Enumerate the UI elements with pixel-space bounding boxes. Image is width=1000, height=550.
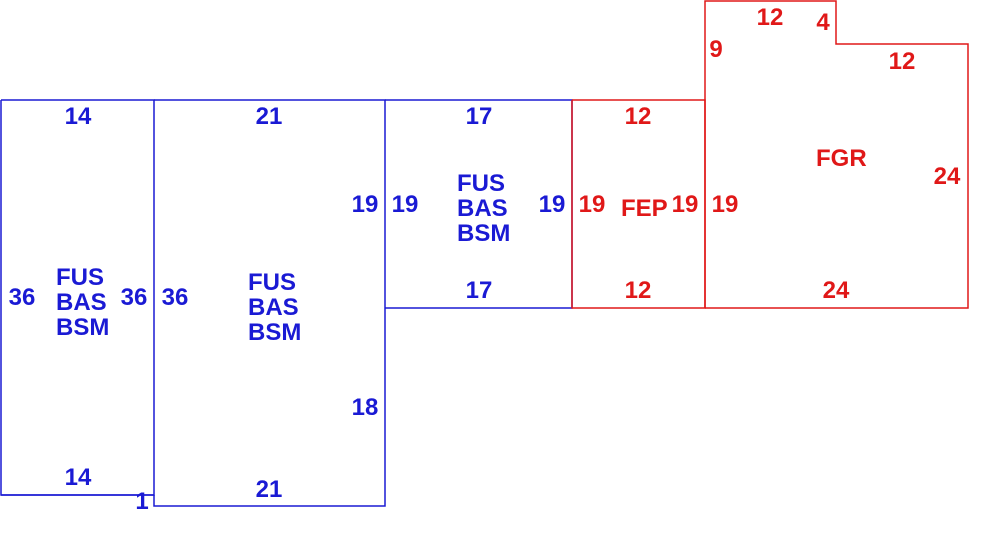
- section-fgr-outline: [704, 0, 969, 309]
- section-1-code-fus: FUS: [56, 264, 104, 291]
- section-3-code-bas: BAS: [457, 195, 508, 222]
- section-1-top-dimension: 14: [65, 103, 92, 130]
- section-2-right-lower-dimension: 18: [352, 394, 379, 421]
- section-2-code-bas: BAS: [248, 294, 299, 321]
- section-2-code-fus: FUS: [248, 269, 296, 296]
- fep-top-dimension: 12: [625, 103, 652, 130]
- section-1-bottom-dimension: 14: [65, 464, 92, 491]
- section-2-outline: [153, 99, 386, 507]
- section-2-right-upper-dimension: 19: [352, 191, 379, 218]
- section-1-code-bsm: BSM: [56, 314, 109, 341]
- fgr-right-dimension: 24: [934, 163, 961, 190]
- fgr-code: FGR: [816, 145, 867, 172]
- section-1-right-dimension: 36: [121, 284, 148, 311]
- section-3-bottom-dimension: 17: [466, 277, 493, 304]
- section-2-code-bsm: BSM: [248, 319, 301, 346]
- section-2-bottom-dimension: 21: [256, 476, 283, 503]
- section-1-code-bas: BAS: [56, 289, 107, 316]
- fep-right-dimension: 19: [672, 191, 699, 218]
- section-3-code-fus: FUS: [457, 170, 505, 197]
- section-3-code-bsm: BSM: [457, 220, 510, 247]
- fgr-left-dimension: 19: [712, 191, 739, 218]
- fgr-top-dimension: 12: [757, 4, 784, 31]
- fep-code: FEP: [621, 195, 668, 222]
- fgr-bottom-dimension: 24: [823, 277, 850, 304]
- section-1-left-dimension: 36: [9, 284, 36, 311]
- section-3-top-dimension: 17: [466, 103, 493, 130]
- section-2-top-dimension: 21: [256, 103, 283, 130]
- section-3-left-dimension: 19: [392, 191, 419, 218]
- fep-left-dimension: 19: [579, 191, 606, 218]
- fep-bottom-dimension: 12: [625, 277, 652, 304]
- section-2-left-dimension: 36: [162, 284, 189, 311]
- section-3-right-dimension: 19: [539, 191, 566, 218]
- fgr-upper-right-dimension: 12: [889, 48, 916, 75]
- fgr-upper-left-dimension: 9: [709, 36, 722, 63]
- section-1-corner-dimension: 1: [135, 488, 148, 515]
- fgr-step-dimension: 4: [816, 9, 830, 36]
